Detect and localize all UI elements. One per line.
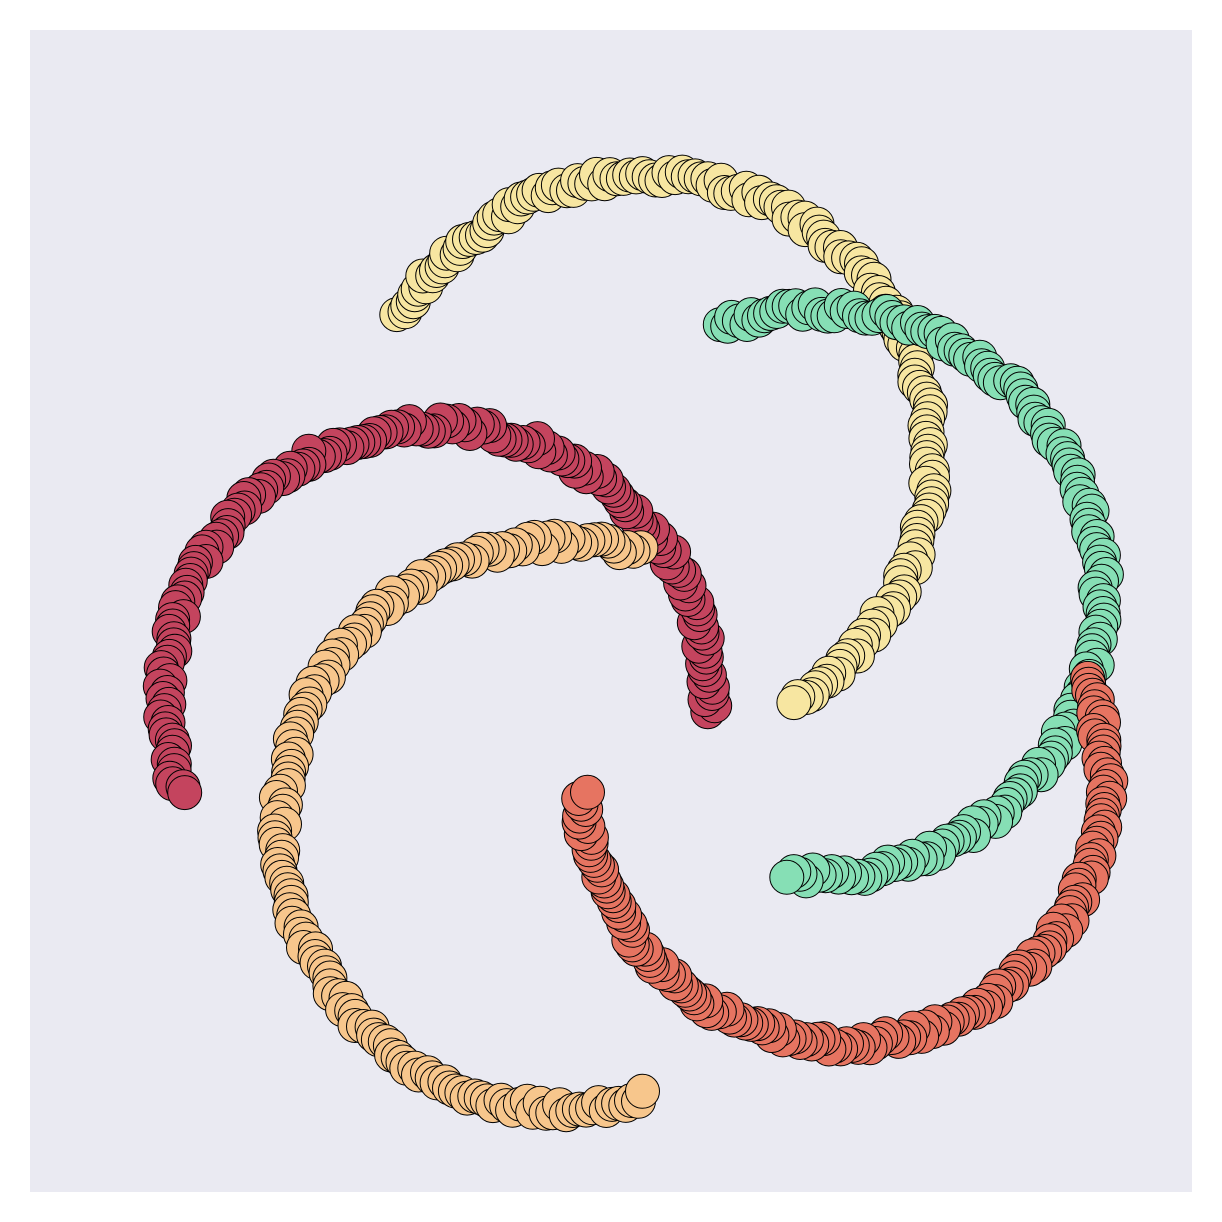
plot-background	[30, 30, 1192, 1192]
points-layer	[142, 154, 1129, 1133]
scatter-point-arm-1	[776, 685, 812, 721]
scatter-plot	[30, 30, 1192, 1192]
scatter-point-arm-3	[167, 775, 203, 811]
scatter-point-arm-2	[769, 859, 805, 895]
scatter-point-arm-5	[570, 774, 605, 810]
scatter-point-arm-4	[625, 1073, 660, 1109]
